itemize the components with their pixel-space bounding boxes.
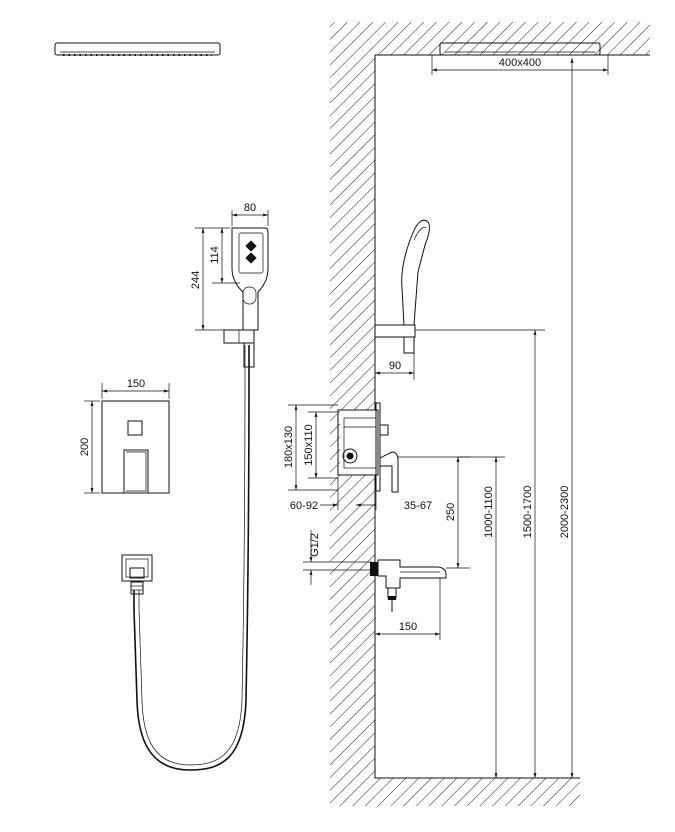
mixer-box-side xyxy=(337,402,399,493)
svg-text:150: 150 xyxy=(127,378,145,390)
dimension-spout-length: 150 xyxy=(375,578,441,640)
svg-text:150x110: 150x110 xyxy=(303,424,315,465)
svg-text:80: 80 xyxy=(244,202,256,214)
dimension-spout-below-box: 250 xyxy=(398,456,470,569)
svg-text:90: 90 xyxy=(389,360,401,372)
dimension-panel-height: 200 xyxy=(79,400,100,494)
dimension-head-height: 2000-2300 xyxy=(559,58,574,778)
dimension-holder-height: 1500-1700 xyxy=(415,329,545,778)
svg-text:250: 250 xyxy=(445,503,457,521)
wall-outlet-front xyxy=(121,554,153,595)
svg-text:150: 150 xyxy=(399,621,417,633)
svg-text:60-92: 60-92 xyxy=(290,500,318,512)
dimension-panel-width: 150 xyxy=(101,378,170,399)
dimension-hand-width: 80 xyxy=(231,202,269,226)
dimension-400x400: 400x400 xyxy=(431,55,609,75)
svg-text:1500-1700: 1500-1700 xyxy=(522,486,534,539)
shower-head-mounted xyxy=(439,42,601,56)
dimension-hand-head: 114 xyxy=(209,227,240,284)
svg-text:244: 244 xyxy=(190,271,202,289)
dimension-box-inner: 150x110 xyxy=(303,411,338,479)
svg-text:1000-1100: 1000-1100 xyxy=(483,486,495,538)
dimension-mixer-height: 1000-1100 xyxy=(458,456,505,778)
dimension-hand-total: 244 xyxy=(190,227,224,331)
dimension-box-outer: 180x130 xyxy=(283,404,338,491)
svg-text:G1/2: G1/2 xyxy=(309,533,321,557)
dimension-box-depth: 60-92 xyxy=(290,478,376,512)
hand-shower-side xyxy=(374,219,430,354)
bath-spout-side xyxy=(370,559,447,612)
mixer-panel-front xyxy=(101,400,170,494)
svg-text:35-67: 35-67 xyxy=(404,500,432,512)
shower-hose xyxy=(133,342,255,771)
dim-head-plate-label: 400x400 xyxy=(499,57,541,69)
hand-shower-front xyxy=(223,227,269,344)
dimension-holder-depth: 90 xyxy=(375,337,415,380)
dimension-thread: G1/2 xyxy=(303,530,372,585)
svg-text:200: 200 xyxy=(79,438,91,456)
dimension-cover-offset: 35-67 xyxy=(375,492,432,512)
shower-head-front xyxy=(54,42,221,56)
spray-holes xyxy=(245,240,257,264)
svg-text:114: 114 xyxy=(209,246,221,264)
svg-text:180x130: 180x130 xyxy=(283,426,295,468)
svg-text:2000-2300: 2000-2300 xyxy=(559,486,571,539)
